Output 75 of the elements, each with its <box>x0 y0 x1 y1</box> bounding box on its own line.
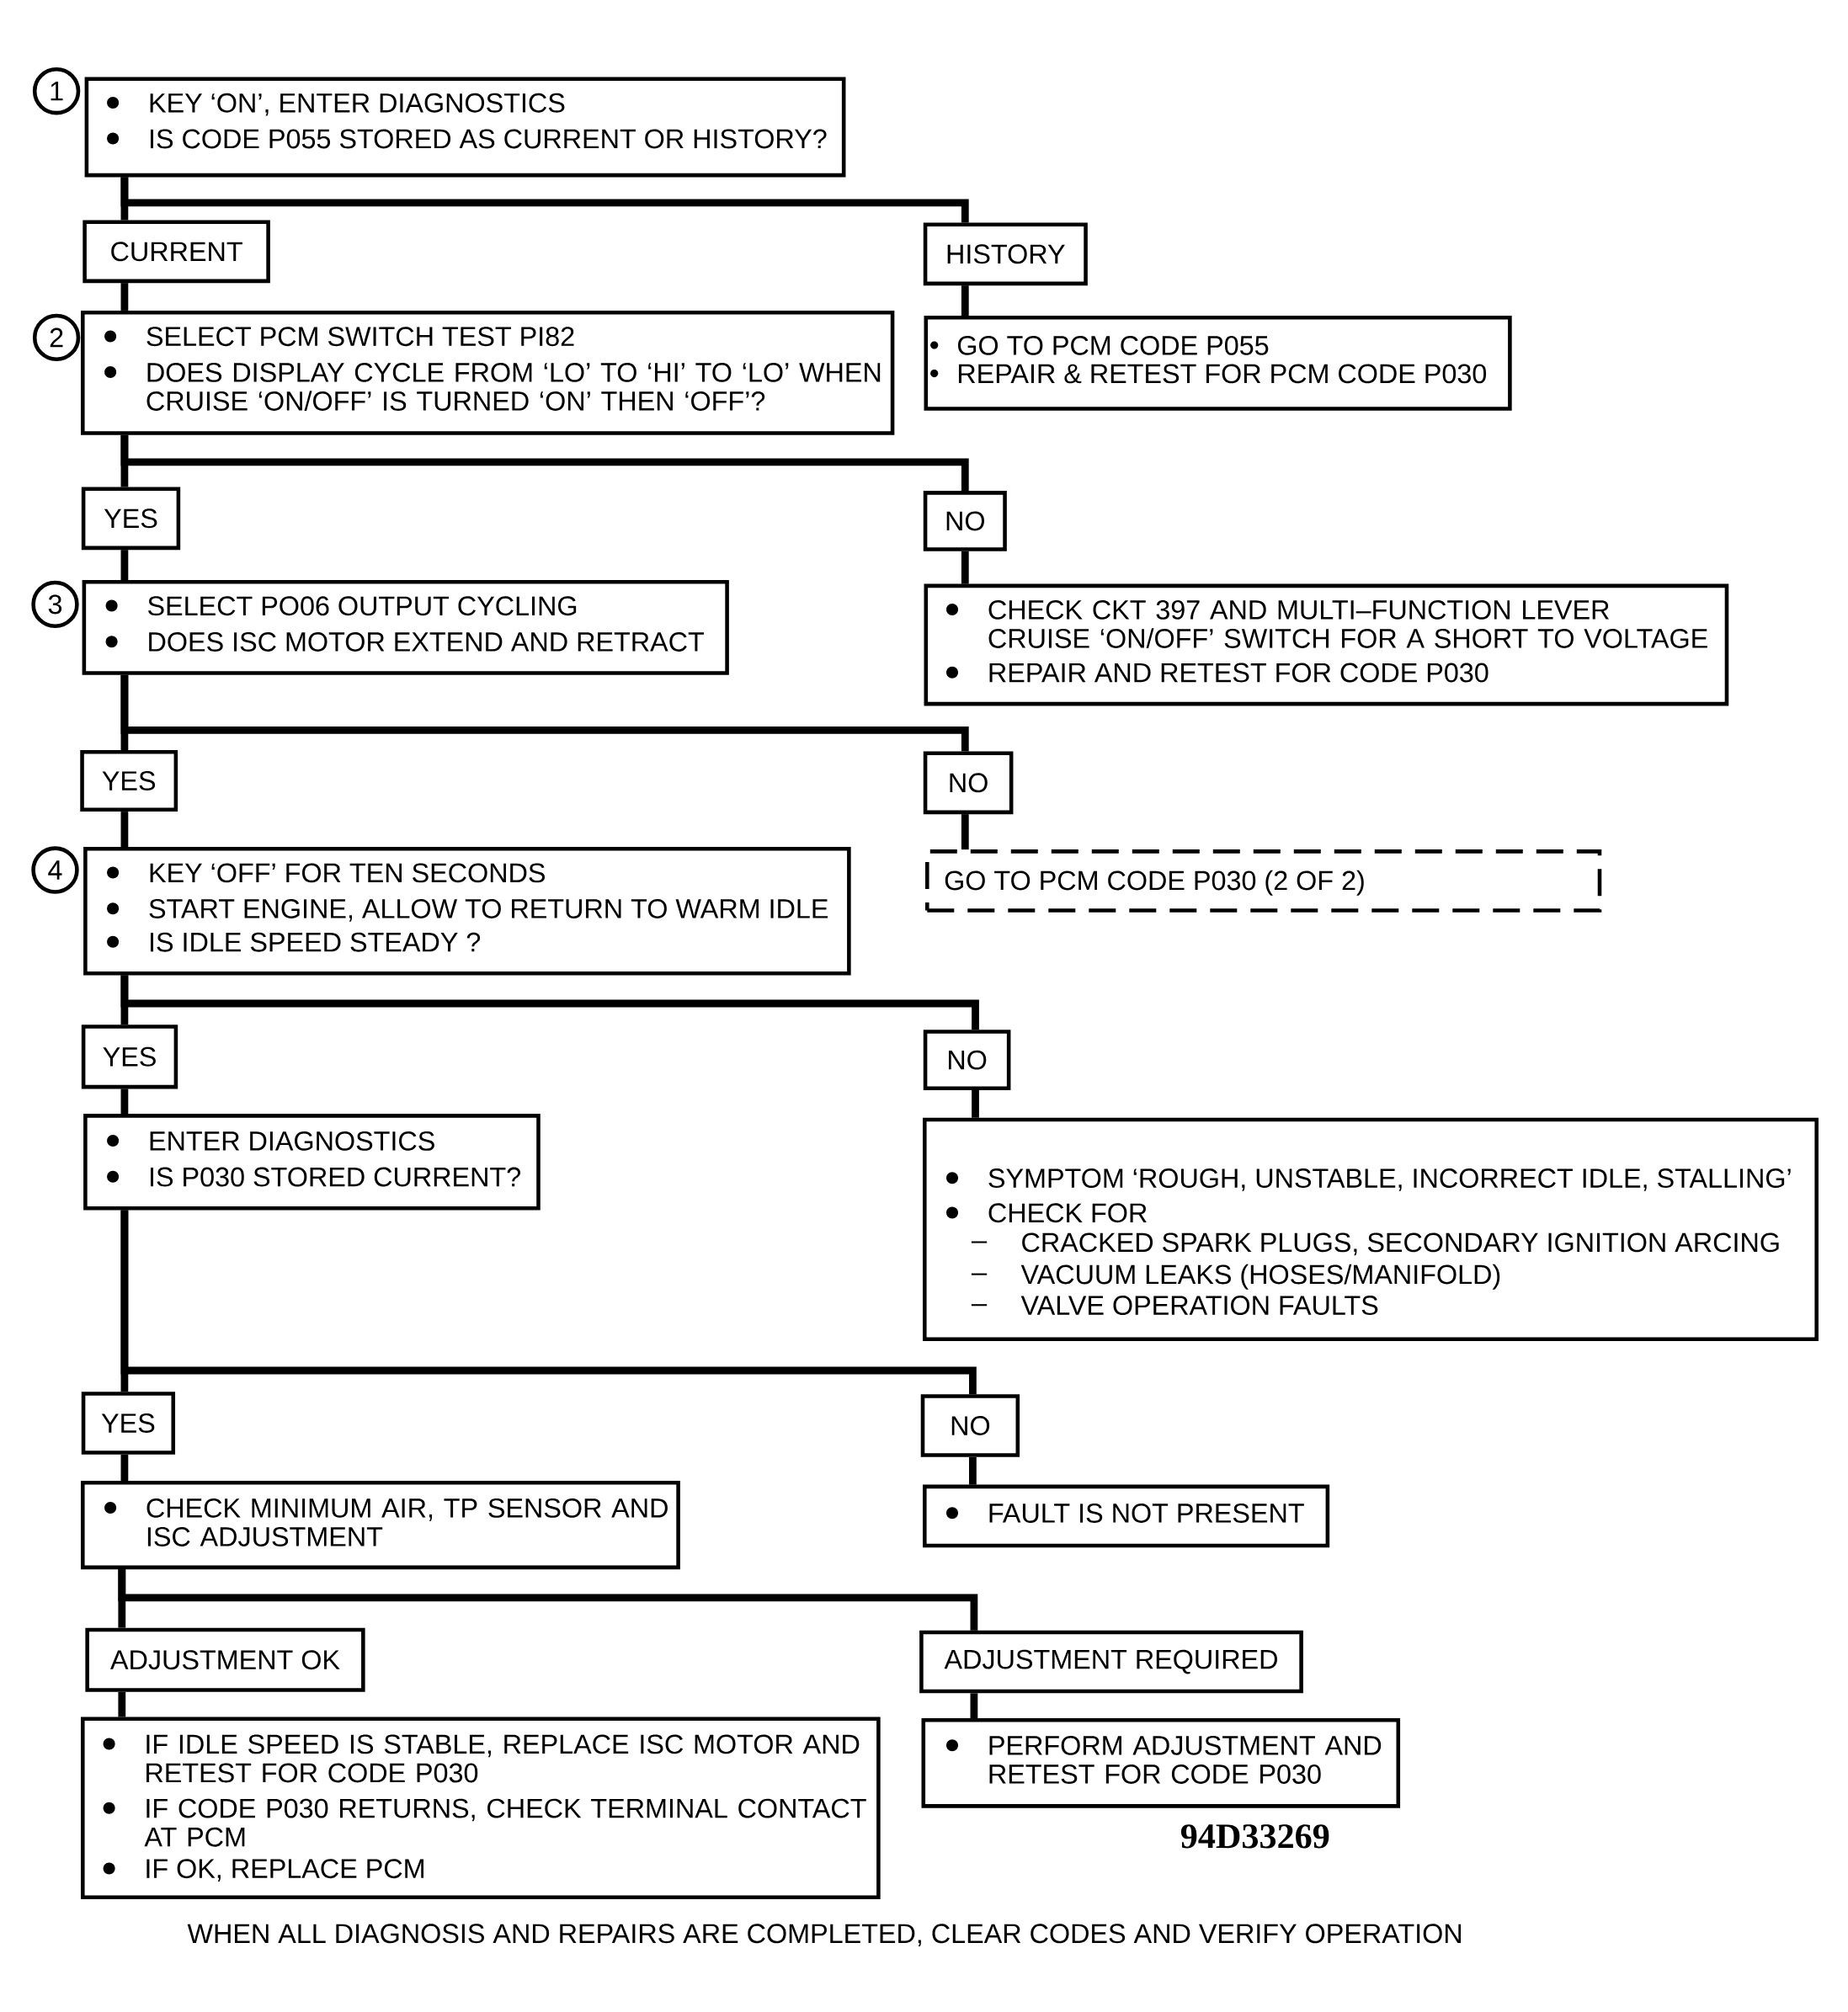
step-text: GO TO PCM CODE P030 (2 OF 2) <box>945 870 1364 896</box>
instruction-box <box>83 1114 541 1211</box>
step-text: CHECK FOR <box>988 1203 1147 1223</box>
branch-label: ADJUSTMENT OK <box>85 1627 365 1692</box>
instruction-box <box>925 849 1602 913</box>
step-text: CHECK CKT 397 AND MULTI–FUNCTION LEVER CRUISE ‘ON/OFF’ SWITCH FOR A SHORT TO VOLTAGE <box>988 599 1707 648</box>
note-text: WHEN ALL DIAGNOSIS AND REPAIRS ARE COMPLETED, CLEAR CODES AND VERIFY OPERATION <box>187 1924 1462 1947</box>
connector-line <box>961 285 969 316</box>
instruction-box <box>82 580 729 675</box>
connector-line <box>120 1454 129 1482</box>
connector-line <box>120 812 129 847</box>
instruction-box <box>923 1484 1330 1548</box>
connector-line <box>120 177 969 223</box>
branch-label: YES <box>81 1025 178 1089</box>
step-text: IF IDLE SPEED IS STABLE, REPLACE ISC MOTOR AND RETEST FOR CODE P030 <box>146 1734 860 1783</box>
connector-line <box>120 283 129 311</box>
connector-line <box>120 434 969 492</box>
step-text: IS IDLE SPEED STEADY ? <box>151 932 481 952</box>
step-text: SELECT PCM SWITCH TEST PI82 <box>146 327 574 347</box>
instruction-box <box>924 583 1729 706</box>
connector-line <box>961 814 969 850</box>
step-text: SELECT PO06 OUTPUT CYCLING <box>148 596 577 616</box>
connector-line <box>120 1210 977 1395</box>
step-text: START ENGINE, ALLOW TO RETURN TO WARM IDLE <box>149 899 828 922</box>
connector-line <box>961 551 969 584</box>
branch-label: NO <box>923 1030 1011 1090</box>
connector-line <box>972 1089 979 1118</box>
instruction-box <box>81 1717 881 1899</box>
step-number: 1 <box>32 67 81 115</box>
instruction-box <box>921 1718 1401 1808</box>
branch-label: YES <box>81 1392 176 1455</box>
branch-label: CURRENT <box>83 220 270 284</box>
step-text: PERFORM ADJUSTMENT AND RETEST FOR CODE P030 <box>989 1735 1382 1784</box>
connector-line <box>970 1693 978 1718</box>
step-text: KEY ‘ON’, ENTER DIAGNOSTICS <box>150 93 565 116</box>
step-text: VALVE OPERATION FAULTS <box>1020 1296 1378 1316</box>
connector-line <box>120 975 979 1030</box>
step-text: CHECK MINIMUM AIR, TP SENSOR AND ISC ADJUSTMENT <box>146 1498 668 1546</box>
branch-label: HISTORY <box>923 222 1088 286</box>
instruction-box <box>81 1481 680 1570</box>
step-text: REPAIR AND RETEST FOR CODE P030 <box>989 663 1489 683</box>
instruction-box <box>923 1117 1819 1341</box>
connector-line <box>120 1089 129 1115</box>
step-number: 3 <box>31 580 79 629</box>
instruction-box <box>924 316 1512 411</box>
branch-label: NO <box>923 491 1007 551</box>
connector-line <box>969 1456 977 1485</box>
instruction-box <box>81 310 895 435</box>
step-text: CRACKED SPARK PLUGS, SECONDARY IGNITION ARCING <box>1022 1232 1779 1256</box>
branch-label: NO <box>920 1394 1020 1457</box>
branch-label: YES <box>81 487 181 551</box>
instruction-box <box>83 847 851 976</box>
step-text: IS CODE P055 STORED AS CURRENT OR HISTORY? <box>151 129 827 149</box>
step-text: IF CODE P030 RETURNS, CHECK TERMINAL CONTACT AT PCM <box>144 1798 866 1847</box>
step-number: 4 <box>31 846 79 894</box>
step-text: DOES DISPLAY CYCLE FROM ‘LO’ TO ‘HI’ TO ‘LO’ WHEN CRUISE ‘ON/OFF’ IS TURNED ‘ON’ THEN ‘OFF’? <box>146 362 881 411</box>
branch-label: YES <box>80 749 178 812</box>
step-text: KEY ‘OFF’ FOR TEN SECONDS <box>150 863 545 883</box>
instruction-box <box>84 77 846 178</box>
step-text: IS P030 STORED CURRENT? <box>151 1167 520 1187</box>
step-text: DOES ISC MOTOR EXTEND AND RETRACT <box>149 632 705 652</box>
connector-line <box>120 550 129 580</box>
step-text: IF OK, REPLACE PCM <box>146 1859 423 1882</box>
step-text: GO TO PCM CODE P055 <box>957 335 1269 355</box>
step-text: SYMPTOM ‘ROUGH, UNSTABLE, INCORRECT IDLE, STALLING’ <box>988 1168 1791 1191</box>
step-text: VACUUM LEAKS (HOSES/MANIFOLD) <box>1020 1264 1500 1290</box>
branch-label: ADJUSTMENT REQUIRED <box>919 1630 1303 1694</box>
step-text: FAULT IS NOT PRESENT <box>989 1504 1304 1523</box>
connector-line <box>118 1569 978 1631</box>
step-text: ENTER DIAGNOSTICS <box>150 1131 434 1151</box>
connector-line <box>118 1691 126 1717</box>
branch-label: NO <box>923 751 1014 815</box>
step-number: 2 <box>32 313 81 362</box>
step-text: REPAIR & RETEST FOR PCM CODE P030 <box>958 364 1487 384</box>
connector-line <box>120 674 969 752</box>
